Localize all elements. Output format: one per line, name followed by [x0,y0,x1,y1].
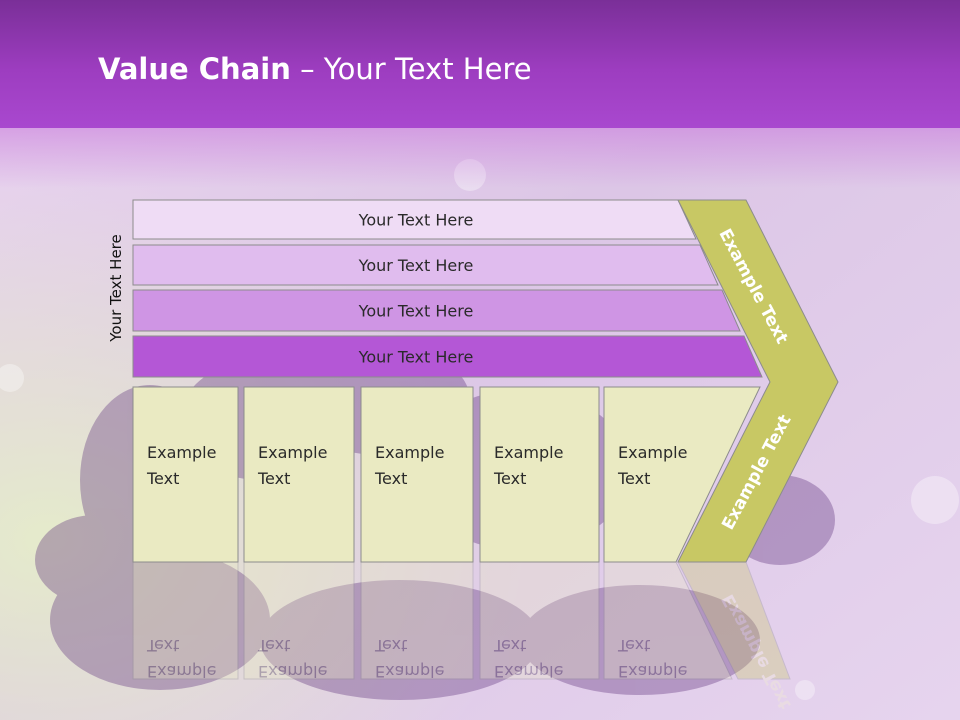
support-bar-label-1: Your Text Here [358,211,474,230]
reflection-label1-2: Example [258,662,327,681]
support-bar-2 [132,244,719,286]
reflection-label1-1: Example [147,662,216,681]
primary-box-label2-5: Text [617,469,650,488]
reflection-label2-1: Text [146,636,179,655]
primary-box-5 [603,386,761,563]
reflection-label2-2: Text [257,636,290,655]
primary-box-2 [243,386,355,563]
primary-box-3 [360,386,474,563]
primary-box-label1-4: Example [494,443,563,462]
chevron-shape [677,199,839,563]
primary-box-label1-5: Example [618,443,687,462]
reflection-box-3 [360,561,474,680]
support-bar-1 [132,199,697,240]
primary-box-4 [479,386,600,563]
primary-box-label2-2: Text [257,469,290,488]
support-bar-3 [132,289,741,332]
reflection-box-1 [132,561,239,680]
reflection-label1-3: Example [375,662,444,681]
support-bar-label-4: Your Text Here [358,348,474,367]
reflection-label1-4: Example [494,662,563,681]
support-bar-label-3: Your Text Here [358,302,474,321]
primary-box-label1-3: Example [375,443,444,462]
primary-box-label2-4: Text [493,469,526,488]
reflection-box-2 [243,561,355,680]
slide-title: Value Chain – Your Text Here [98,52,532,86]
primary-box-label1-2: Example [258,443,327,462]
reflection-label1-5: Example [618,662,687,681]
primary-box-1 [132,386,239,563]
support-bar-4 [132,335,763,378]
support-bar-label-2: Your Text Here [358,256,474,275]
title-bar [0,0,960,128]
reflection-label2-3: Text [374,636,407,655]
title-fade [0,128,960,188]
title-rest: – Your Text Here [290,52,532,86]
primary-box-label2-3: Text [374,469,407,488]
reflection-label2-4: Text [493,636,526,655]
title-bold: Value Chain [98,52,291,86]
reflection-label2-5: Text [617,636,650,655]
primary-box-label2-1: Text [146,469,179,488]
primary-box-label1-1: Example [147,443,216,462]
reflection-box-4 [479,561,600,680]
